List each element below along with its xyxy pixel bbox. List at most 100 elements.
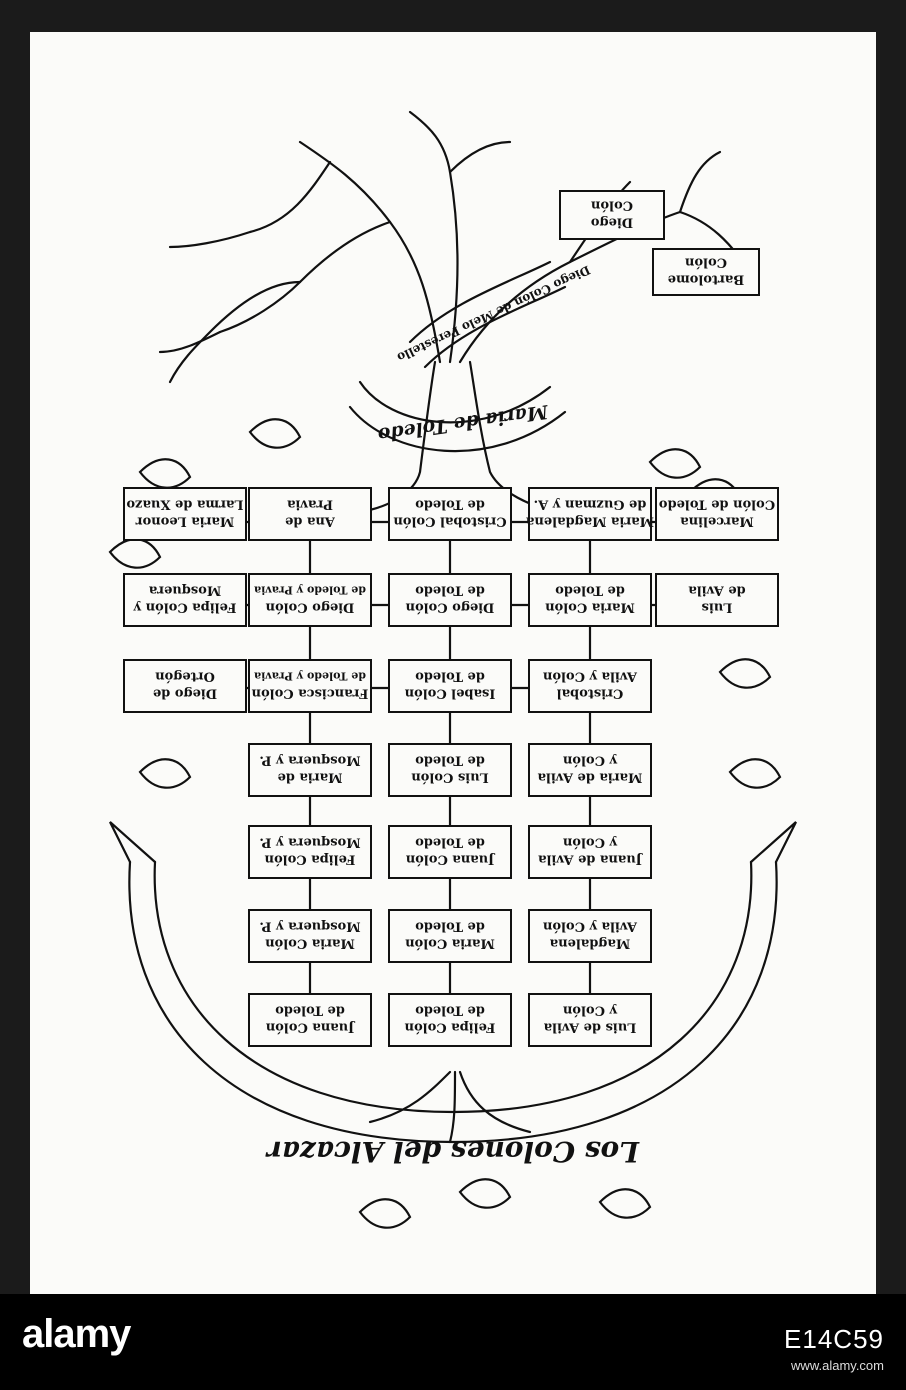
person-name: Magdalena bbox=[549, 936, 630, 951]
leaf bbox=[138, 758, 192, 789]
person-name: de Toledo bbox=[415, 753, 485, 768]
person-name: de Toledo bbox=[555, 583, 625, 598]
box-row-1-col-4: Maria Magdalena de Guzman y A. bbox=[525, 487, 654, 541]
box-row-3-col-1: Diego de Ortegón bbox=[123, 659, 247, 713]
bottom-ribbon-label: Los Colones del Alcazar bbox=[265, 1135, 640, 1168]
person-name: Avila y Colón bbox=[542, 669, 638, 684]
bottom-ribbon bbox=[153, 860, 753, 1114]
person-name: Diego de bbox=[153, 686, 217, 701]
ribbon-diego bbox=[423, 285, 567, 369]
box-row-3-col-3: Isabel Colón de Toledo bbox=[388, 659, 512, 713]
root bbox=[458, 1070, 532, 1134]
box-row-7-col-3: Luis de Avila y Colón bbox=[528, 993, 652, 1047]
person-name: y Colón bbox=[562, 753, 618, 768]
person-name: de Toledo bbox=[415, 1003, 485, 1018]
person-name: de Toledo bbox=[415, 669, 485, 684]
person-name: de Toledo bbox=[415, 919, 485, 934]
box-row-1-col-2: Ana de Pravia bbox=[248, 487, 372, 541]
root bbox=[448, 1070, 457, 1144]
person-name: Cristobal bbox=[557, 686, 624, 701]
leaf bbox=[108, 538, 162, 569]
person-name: de Toledo bbox=[275, 1003, 345, 1018]
person-name: Colón de Toledo bbox=[659, 497, 776, 512]
person-name: Diego Colón bbox=[405, 600, 494, 615]
ribbon-end bbox=[749, 821, 797, 864]
person-name: de Toledo bbox=[415, 835, 485, 850]
person-name: Mosquera y P. bbox=[259, 835, 360, 850]
person-name: Luis de Avila bbox=[543, 1020, 636, 1035]
person-name: Mosquera y P. bbox=[259, 753, 360, 768]
person-name: Felipa Colón bbox=[264, 852, 355, 867]
leaf bbox=[598, 1188, 652, 1219]
leaf bbox=[138, 458, 192, 489]
person-name: Pravia bbox=[286, 497, 333, 512]
bottom-ribbon bbox=[128, 860, 778, 1144]
alamy-logo: alamy bbox=[22, 1312, 131, 1357]
person-name: Diego Colón bbox=[265, 600, 354, 615]
leaf bbox=[358, 1198, 412, 1229]
site-url: www.alamy.com bbox=[791, 1358, 884, 1373]
person-name: y Colón bbox=[562, 1003, 618, 1018]
box-row-6-col-3: Magdalena Avila y Colón bbox=[528, 909, 652, 963]
person-name: Ana de bbox=[285, 514, 336, 529]
branch bbox=[678, 150, 722, 214]
person-name: de Toledo bbox=[415, 583, 485, 598]
person-name: Marcelina bbox=[680, 514, 754, 529]
person-name: Colón bbox=[590, 198, 633, 213]
root bbox=[368, 1070, 452, 1124]
ribbon-maria-label: Maria de Toledo bbox=[376, 400, 550, 446]
person-name: de Toledo y Pravia bbox=[254, 670, 366, 683]
box-row-3-col-4: Cristobal Avila y Colón bbox=[528, 659, 652, 713]
branch bbox=[168, 160, 332, 249]
ribbon-diego bbox=[408, 260, 552, 344]
person-name: Francisca Colón bbox=[251, 686, 368, 701]
branch bbox=[408, 110, 459, 364]
person-name: Isabel Colón bbox=[404, 686, 495, 701]
branch bbox=[158, 330, 222, 354]
person-name: Luis bbox=[702, 600, 733, 615]
box-row-4-col-3: Maria de Avila y Colón bbox=[528, 743, 652, 797]
person-name: Maria Leonor bbox=[136, 514, 235, 529]
person-name: Maria de Avila bbox=[537, 770, 642, 785]
person-name: Colón bbox=[684, 255, 727, 270]
person-name: de Guzman y A. bbox=[534, 497, 647, 512]
person-name: de Toledo bbox=[415, 497, 485, 512]
box-diego-colon: Diego Colón bbox=[559, 190, 665, 240]
box-row-7-col-2: Felipa Colón de Toledo bbox=[388, 993, 512, 1047]
box-row-3-col-2: Francisca Colón de Toledo y Pravia bbox=[248, 659, 372, 713]
box-bartolome-colon: Bartolome Colón bbox=[652, 248, 760, 296]
person-name: Juana Colón bbox=[405, 852, 495, 867]
branch bbox=[218, 220, 392, 334]
box-row-2-col-3: Diego Colón de Toledo bbox=[388, 573, 512, 627]
image-id: E14C59 bbox=[784, 1324, 884, 1354]
person-name: Maria Colón bbox=[545, 600, 635, 615]
person-name: Diego bbox=[591, 215, 634, 230]
leaf bbox=[248, 418, 302, 449]
logo-text: alamy bbox=[22, 1312, 131, 1356]
person-name: Maria Colón bbox=[265, 936, 355, 951]
person-name: Mosquera y P. bbox=[259, 919, 360, 934]
person-name: Maria de bbox=[278, 770, 343, 785]
branch bbox=[168, 280, 302, 384]
ribbon-end bbox=[109, 821, 157, 864]
box-row-2-col-4: Maria Colón de Toledo bbox=[528, 573, 652, 627]
ribbon-maria bbox=[358, 380, 552, 424]
person-name: Avila y Colón bbox=[542, 919, 638, 934]
person-name: Bartolome bbox=[668, 272, 745, 287]
person-name: Maria Magdalena bbox=[525, 514, 654, 529]
leaf bbox=[648, 448, 702, 479]
person-name: Felipa Colón y bbox=[133, 600, 236, 615]
person-name: Ortegón bbox=[155, 669, 215, 684]
box-row-5-col-2: Juana Colón de Toledo bbox=[388, 825, 512, 879]
leaf bbox=[728, 758, 782, 789]
person-name: Felipa Colón bbox=[404, 1020, 495, 1035]
leaf bbox=[718, 658, 772, 689]
